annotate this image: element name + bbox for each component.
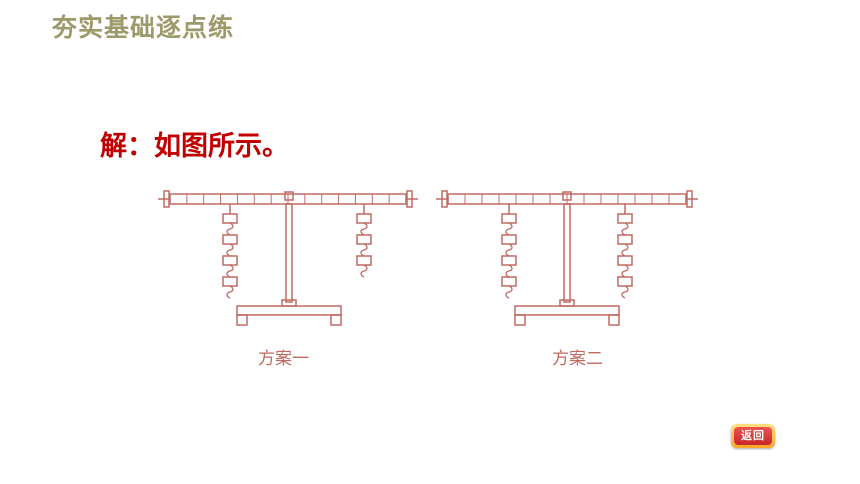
hook-weight — [222, 234, 238, 245]
weight-hook — [505, 285, 513, 299]
hook-weight — [617, 234, 633, 245]
weight-hook — [226, 222, 234, 236]
weight-hook — [226, 264, 234, 278]
stand-base — [514, 305, 620, 316]
lever-end-knob — [441, 190, 448, 208]
weight-hook — [621, 285, 629, 299]
stand-collar — [281, 299, 297, 307]
hook-weight — [501, 234, 517, 245]
hook-weight — [222, 255, 238, 266]
stand-post — [285, 203, 293, 303]
stand-base — [236, 305, 342, 316]
weight-hook — [505, 222, 513, 236]
hook-weight — [501, 213, 517, 224]
hook-weight — [356, 255, 372, 266]
hook-weight — [617, 213, 633, 224]
pivot-cap — [562, 191, 572, 201]
plan-one-caption: 方案一 — [258, 349, 309, 369]
lever-end-knob — [406, 190, 413, 208]
hook-weight — [222, 213, 238, 224]
pivot-cap — [284, 191, 294, 201]
plan-two-caption: 方案二 — [552, 349, 603, 369]
weight-hook — [621, 243, 629, 257]
hook-weight — [222, 276, 238, 287]
stand-collar — [559, 299, 575, 307]
hook-weight — [501, 276, 517, 287]
stand-foot — [514, 314, 526, 326]
header-title: 夯实基础逐点练 — [52, 13, 235, 42]
stand-foot — [330, 314, 342, 326]
weight-hook — [226, 243, 234, 257]
weight-hook — [360, 243, 368, 257]
weight-hook — [360, 264, 368, 278]
hook-weight — [617, 255, 633, 266]
weight-hook — [621, 264, 629, 278]
weight-hook — [505, 264, 513, 278]
back-button-label: 返回 — [734, 427, 772, 445]
lever-end-knob — [686, 190, 693, 208]
hook-weight — [356, 234, 372, 245]
weight-hook — [226, 285, 234, 299]
hook-weight — [501, 255, 517, 266]
weight-hook — [360, 222, 368, 236]
hook-weight — [617, 276, 633, 287]
back-button[interactable]: 返回 — [731, 424, 775, 448]
lever-end-knob — [163, 190, 170, 208]
answer-text: 解：如图所示。 — [100, 131, 289, 162]
weight-hook — [505, 243, 513, 257]
stand-foot — [608, 314, 620, 326]
weight-hook — [621, 222, 629, 236]
stand-post — [563, 203, 571, 303]
stand-foot — [236, 314, 248, 326]
hook-weight — [356, 213, 372, 224]
